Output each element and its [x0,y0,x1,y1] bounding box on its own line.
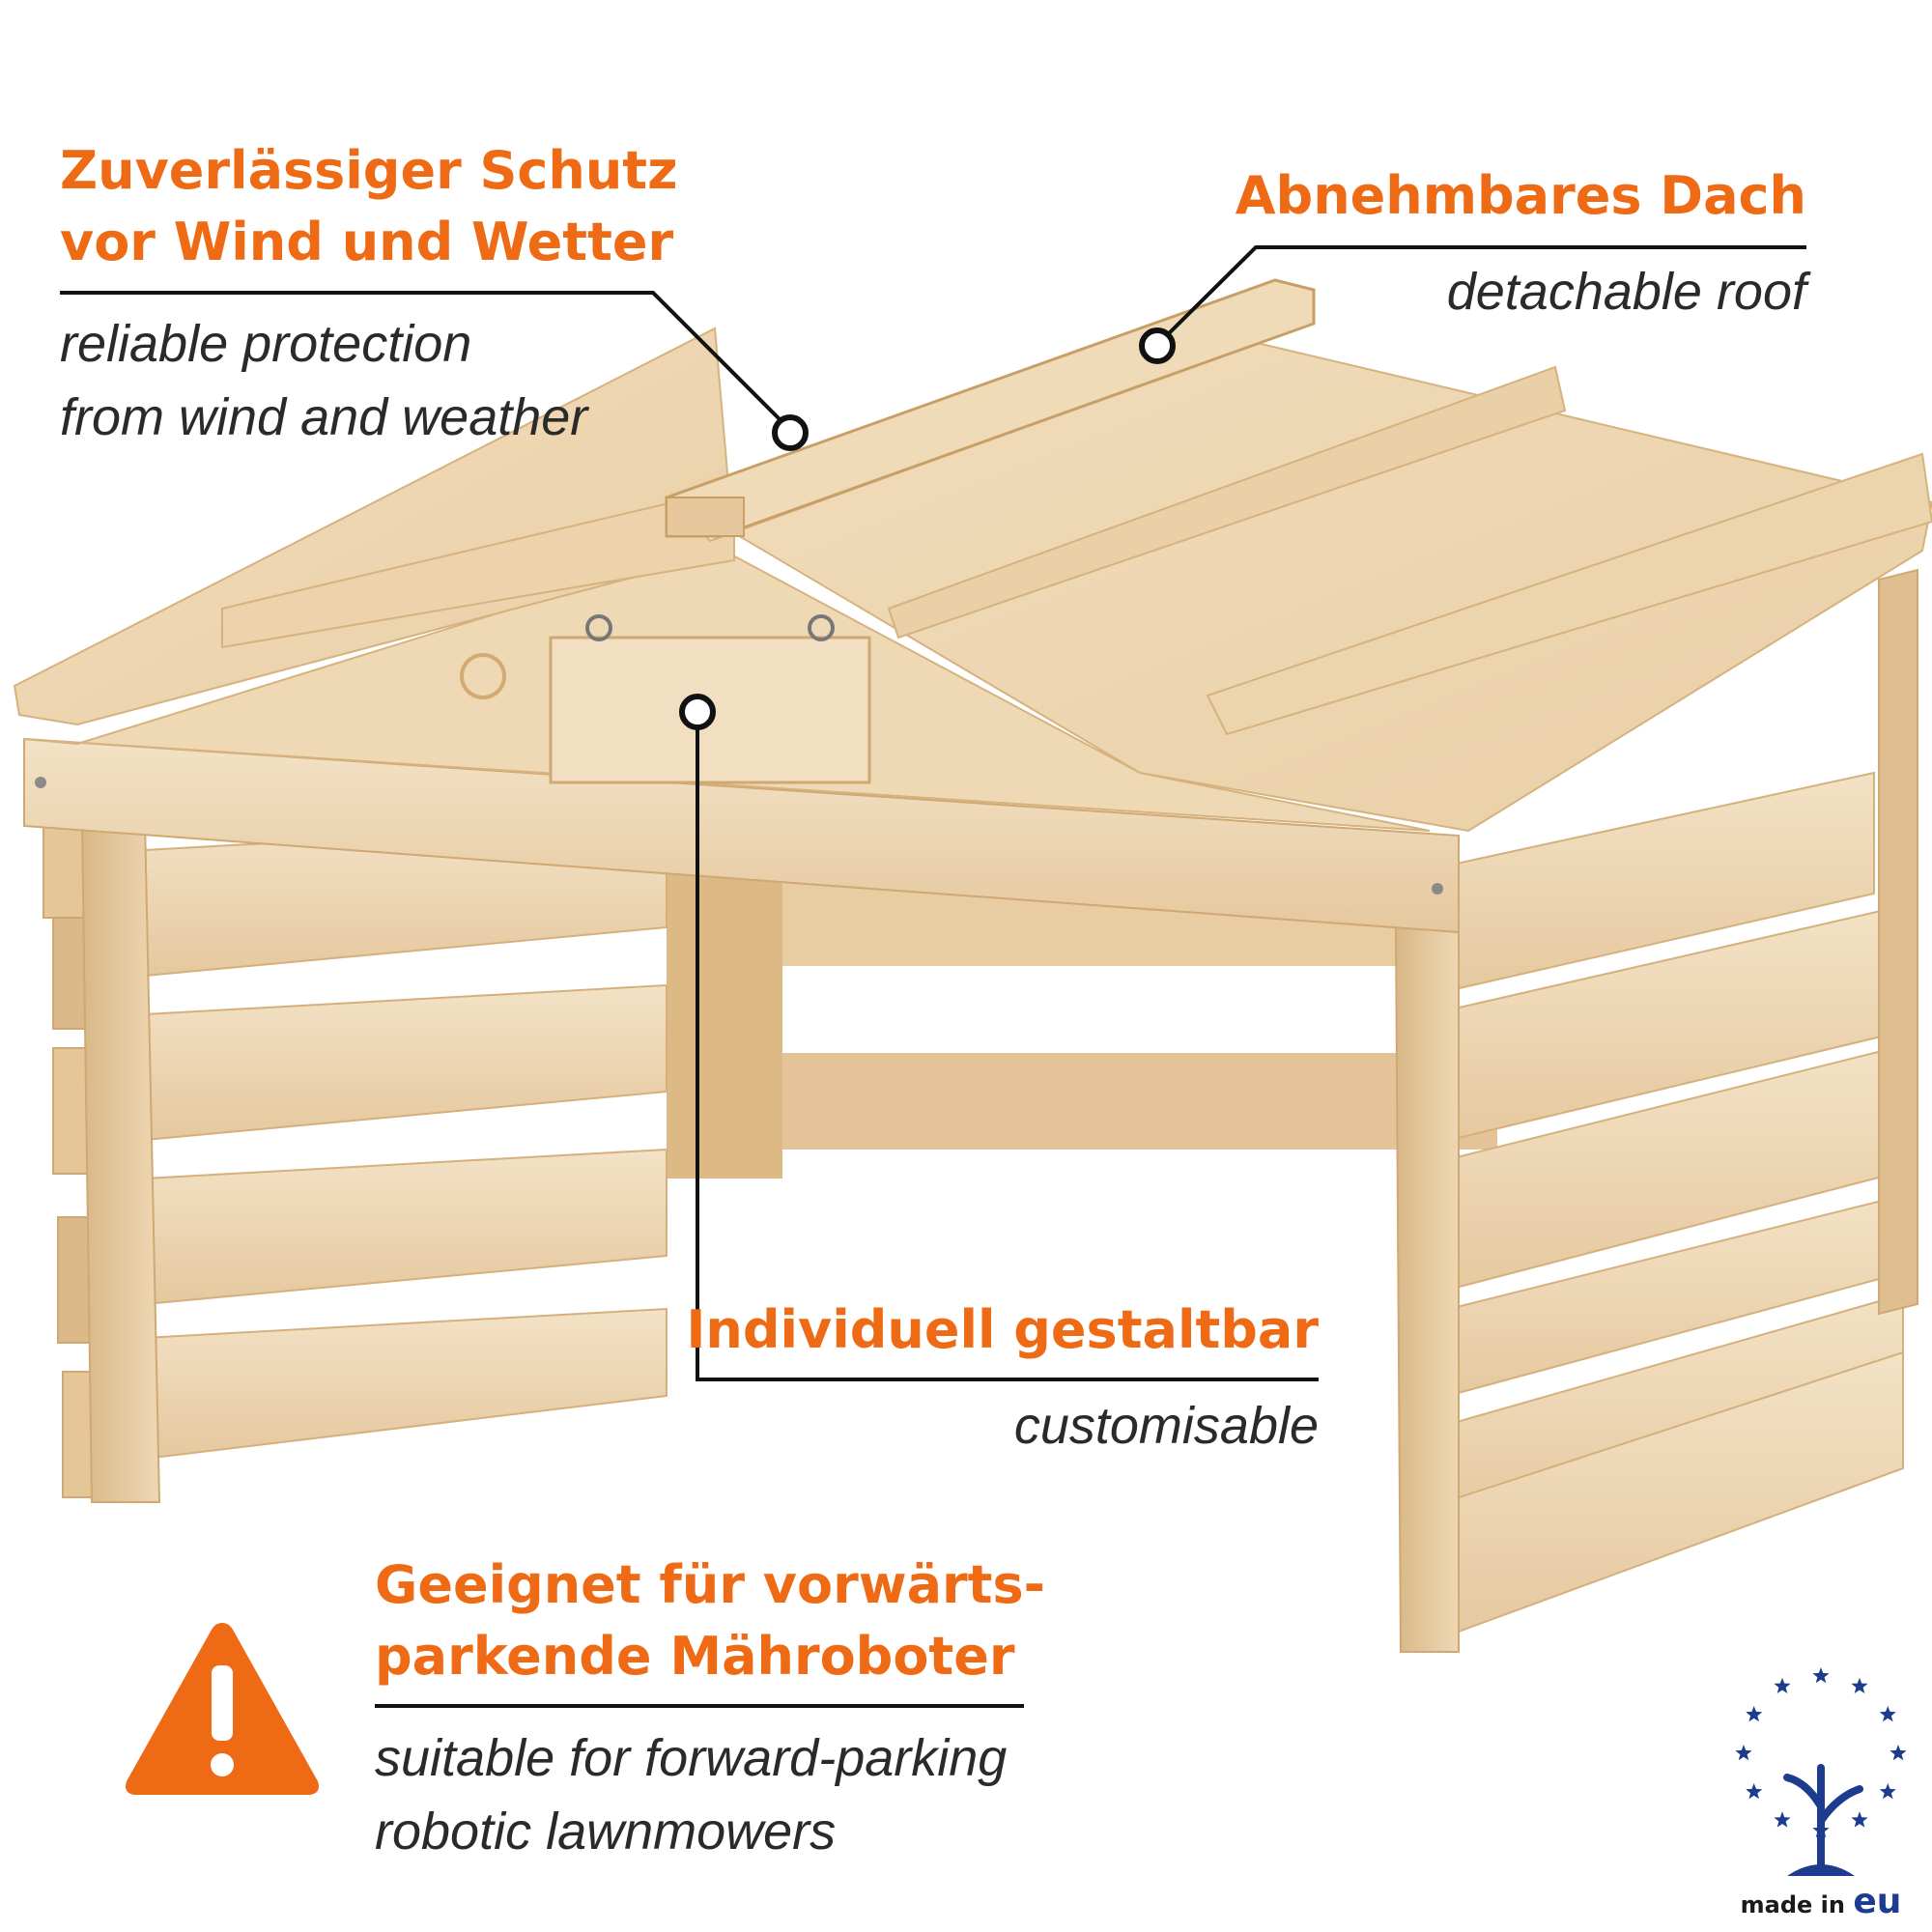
made-in-eu-label: made in eu [1729,1882,1913,1921]
roof-subtitle: detachable roof [1446,263,1806,321]
eu-star-icon [1851,1677,1868,1693]
marker-custom [679,694,716,730]
protection-title-line1: Zuverlässiger Schutz [60,140,678,201]
eu-star-icon [1879,1706,1896,1722]
eu-star-icon [1774,1677,1791,1693]
eu-star-icon [1812,1667,1830,1684]
leader-custom [696,720,1319,1381]
eu-star-icon [1746,1783,1763,1800]
suitable-title-line2: parkende Mähroboter [375,1626,1015,1687]
marker-protection [772,414,809,451]
roof-title: Abnehmbares Dach [1235,165,1806,226]
callout-markers [679,327,1176,730]
suitable-subtitle-line1: suitable for forward-parking [375,1729,1008,1787]
roof [13,278,1932,833]
front-beam [23,737,1460,934]
right-side-boards [1394,568,1918,1653]
eu-star-icon [1735,1745,1752,1761]
protection-subtitle-line1: reliable protection [60,315,472,373]
suitable-subtitle-line2: robotic lawnmowers [375,1803,837,1861]
eu-star-icon [1851,1811,1868,1828]
eu-tree-stars-icon [1735,1667,1907,1876]
eu-star-icon [1774,1811,1791,1828]
eu-star-icon [1746,1706,1763,1722]
suitable-title-line1: Geeignet für vorwärts- [375,1554,1046,1615]
warning-triangle-icon [126,1623,319,1795]
custom-subtitle: customisable [1013,1397,1319,1455]
eu-star-icon [1889,1745,1907,1761]
protection-title-line2: vor Wind und Wetter [60,212,674,272]
left-side-boards [43,819,668,1503]
leader-protection [60,291,792,432]
marker-roof [1139,327,1176,364]
protection-subtitle-line2: from wind and weather [60,388,588,446]
leader-lines [60,245,1806,1708]
custom-title: Individuell gestaltbar [686,1299,1319,1360]
leader-roof [1152,245,1806,350]
made-in-text: made in [1740,1891,1854,1918]
eu-star-icon [1879,1783,1896,1800]
eu-text: eu [1853,1882,1902,1921]
